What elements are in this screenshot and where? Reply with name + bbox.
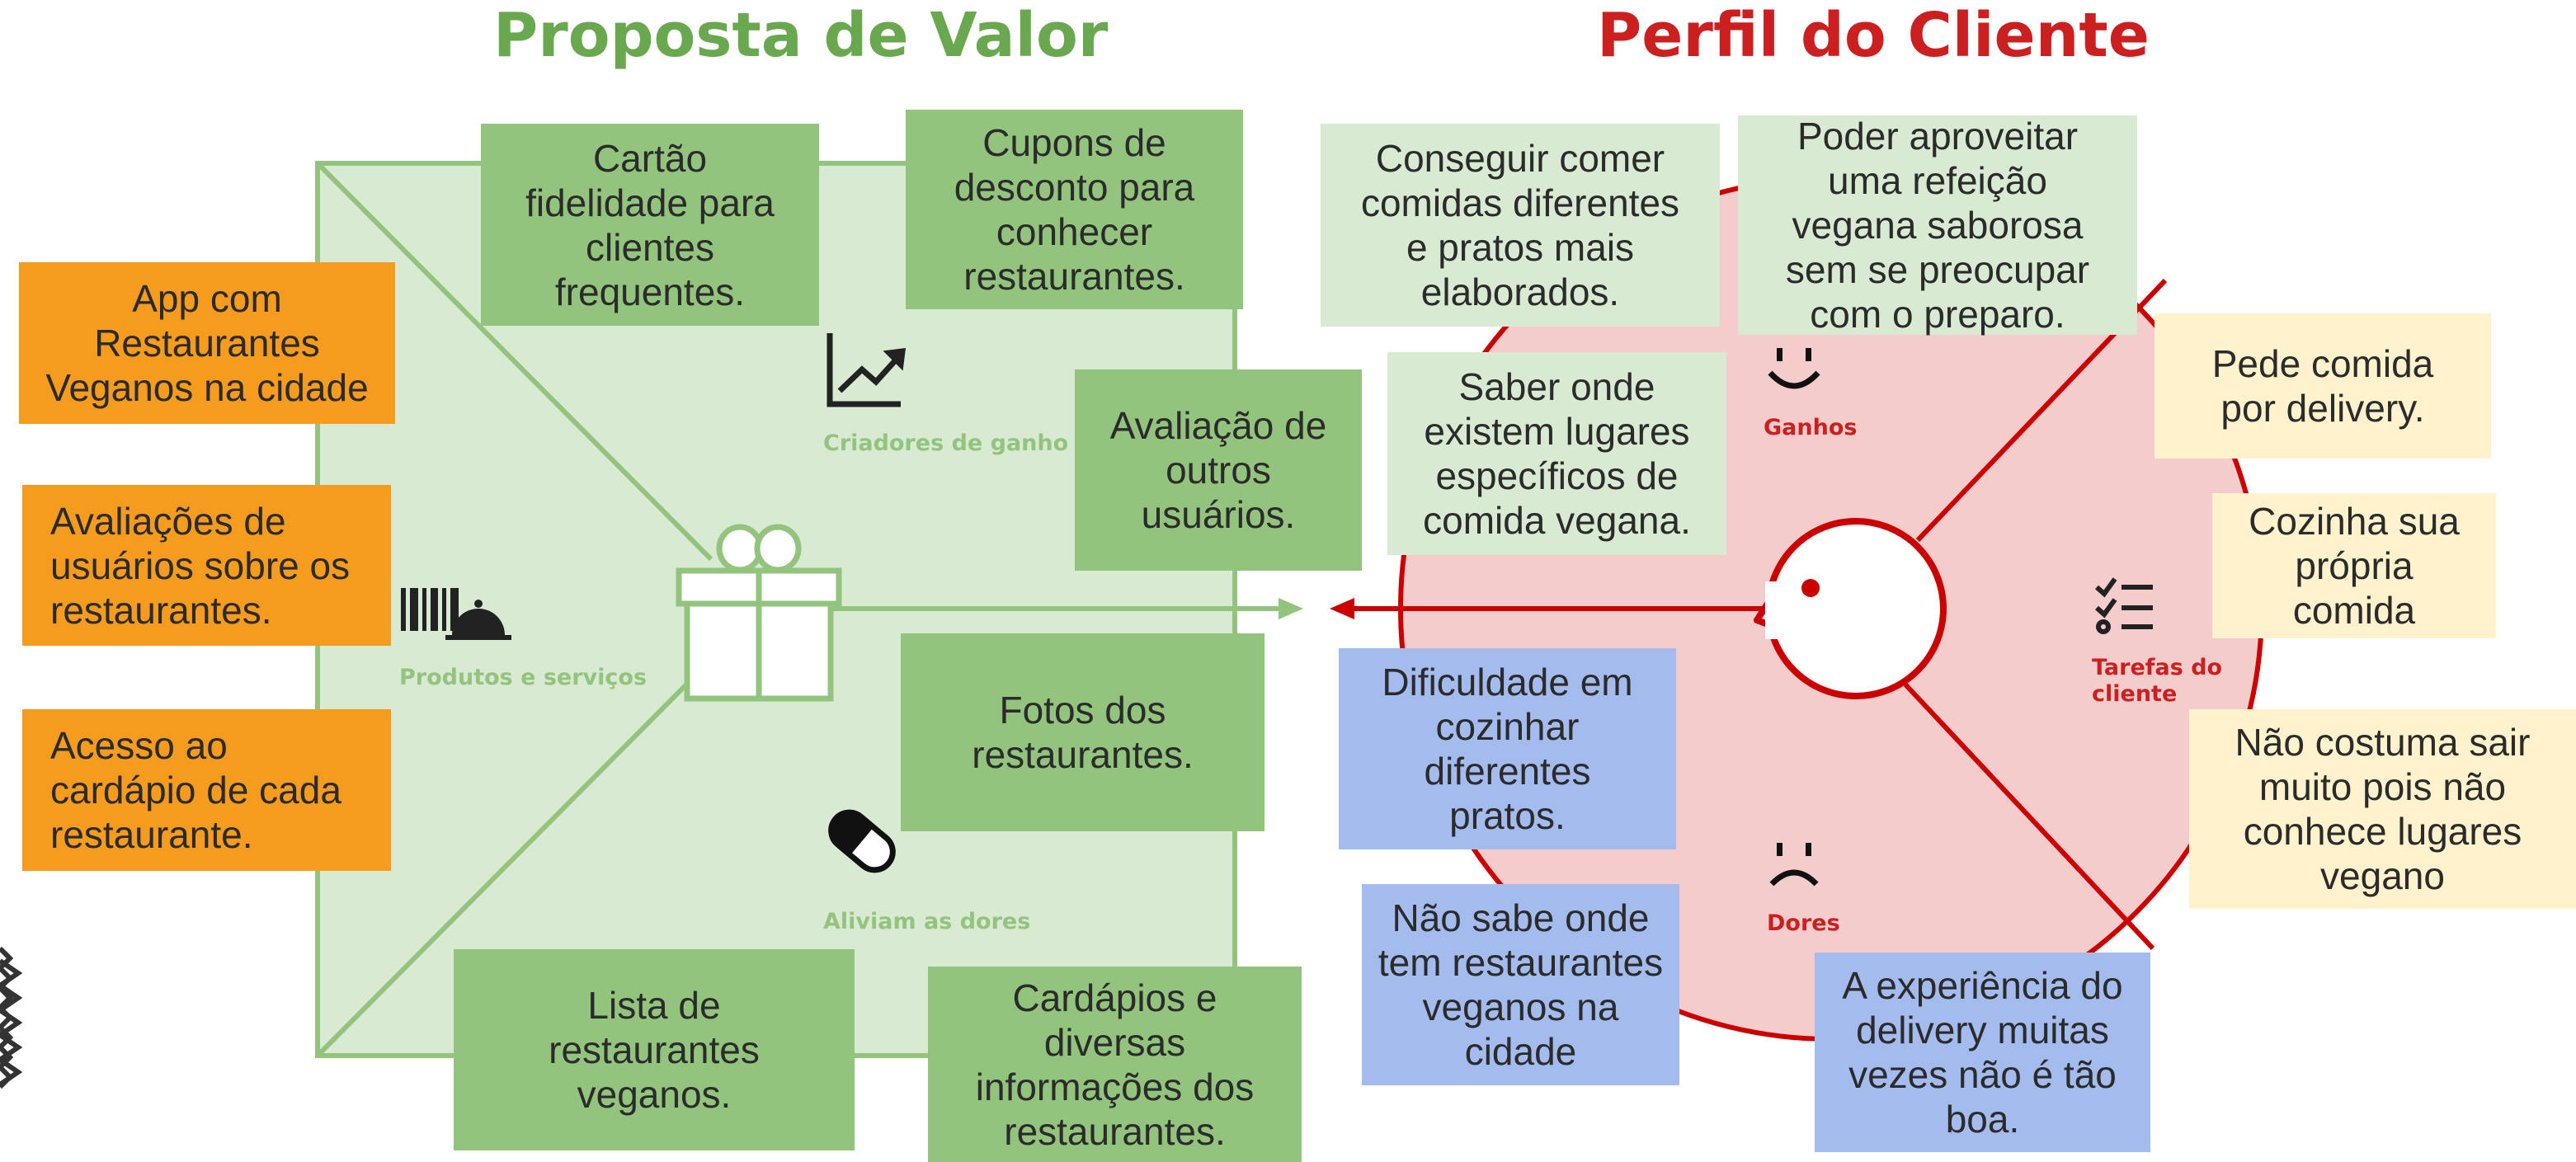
gain-note: Saber onde existem lugares específicos d… — [1387, 352, 1726, 555]
barcode-cloche-icon — [401, 588, 511, 640]
pill-icon — [828, 809, 896, 873]
product-note: App com Restaurantes Veganos na cidade — [19, 262, 395, 424]
value-map-diagonal-bottom — [315, 657, 713, 1058]
checklist-icon — [2095, 577, 2153, 634]
customer-arrowhead — [1330, 598, 1354, 619]
pains-label: Dores — [1767, 910, 1840, 936]
pain-note: A experiência do delivery muitas vezes n… — [1815, 953, 2150, 1152]
pain-reliever-note: Lista de restaurantes veganos. — [454, 949, 855, 1150]
pain-reliever-note: Fotos dos restaurantes. — [901, 633, 1264, 831]
job-note: Pede comida por delivery. — [2155, 313, 2491, 459]
pain-note: Dificuldade em cozinhar diferentes prato… — [1339, 648, 1676, 849]
gain-creators-label: Criadores de ganho — [823, 430, 1069, 456]
chart-up-icon — [826, 333, 907, 407]
gains-label: Ganhos — [1764, 415, 1858, 440]
smile-icon — [1768, 348, 1820, 389]
jobs-label: Tarefas do cliente — [2092, 655, 2223, 707]
gift-icon — [676, 524, 842, 702]
value-map-arrowhead — [1279, 598, 1303, 619]
product-note: Avaliações de usuários sobre os restaura… — [22, 485, 391, 646]
customer-profile-title: Perfil do Cliente — [1597, 0, 2150, 71]
products-services-label: Produtos e serviços — [399, 665, 648, 690]
gain-note: Poder aproveitar uma refeição vegana sab… — [1738, 115, 2137, 336]
product-note: Acesso ao cardápio de cada restaurante. — [22, 709, 391, 871]
pain-relievers-label: Aliviam as dores — [823, 909, 1031, 934]
value-map-diagonal-top — [315, 161, 713, 562]
job-note: Cozinha sua própria comida — [2212, 493, 2496, 638]
customer-divider-down — [1903, 682, 2155, 951]
gain-creator-note: Cupons de desconto para conhecer restaur… — [906, 110, 1243, 309]
pain-note: Não sabe onde tem restaurantes veganos n… — [1362, 884, 1679, 1085]
value-proposition-title: Proposta de Valor — [493, 0, 1109, 71]
gain-creator-note: Avaliação de outros usuários. — [1075, 369, 1362, 571]
gain-creator-note: Cartão fidelidade para clientes frequent… — [481, 124, 819, 326]
frown-icon — [1769, 843, 1819, 887]
gain-note: Conseguir comer comidas diferentes e pra… — [1321, 124, 1720, 327]
customer-face-icon — [1754, 518, 1947, 699]
job-note: Não costuma sair muito pois não conhece … — [2189, 709, 2576, 909]
pain-reliever-note: Cardápios e diversas informações dos res… — [928, 967, 1302, 1162]
zigzag-decoration — [0, 946, 23, 1089]
